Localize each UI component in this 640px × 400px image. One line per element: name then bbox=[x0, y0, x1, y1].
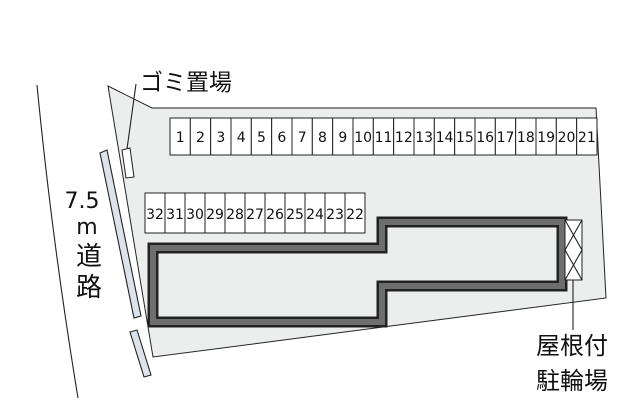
parking-space-number: 32 bbox=[146, 207, 164, 223]
road-name-char-1: 道 bbox=[76, 242, 102, 272]
bicycle-parking-label-line-1: 屋根付 bbox=[536, 332, 608, 360]
road-width-label: 7.5 bbox=[65, 189, 100, 214]
bicycle-parking-cross bbox=[564, 219, 583, 251]
parking-space-number: 6 bbox=[277, 130, 286, 146]
parking-space bbox=[576, 117, 598, 156]
parking-space-number: 20 bbox=[558, 130, 576, 146]
parking-space-number: 29 bbox=[206, 207, 224, 223]
curb-strip bbox=[99, 149, 142, 319]
garbage-area-box bbox=[121, 147, 135, 179]
bicycle-parking-cross bbox=[564, 249, 583, 281]
parking-space-number: 10 bbox=[354, 130, 372, 146]
parking-space-number: 9 bbox=[338, 130, 347, 146]
bicycle-parking-label-line-2: 駐輪場 bbox=[536, 367, 608, 395]
parking-space-number: 7 bbox=[298, 130, 307, 146]
parking-space-number: 4 bbox=[237, 130, 246, 146]
parking-space-number: 17 bbox=[497, 130, 515, 146]
garbage-area-leader-line bbox=[126, 83, 137, 150]
parking-space-number: 26 bbox=[266, 207, 284, 223]
parking-space-number: 31 bbox=[166, 207, 184, 223]
parking-space-number: 16 bbox=[476, 130, 494, 146]
parking-space-number: 13 bbox=[415, 130, 433, 146]
parking-space bbox=[344, 192, 366, 234]
garbage-area-label: ゴミ置場 bbox=[140, 70, 232, 96]
parking-space-number: 18 bbox=[517, 130, 535, 146]
parking-space-number: 27 bbox=[246, 207, 264, 223]
parking-space-number: 23 bbox=[326, 207, 344, 223]
bicycle-parking: 屋根付 駐輪場 bbox=[536, 219, 608, 395]
parking-space-number: 28 bbox=[226, 207, 244, 223]
parking-space-number: 3 bbox=[216, 130, 225, 146]
parking-space-number: 1 bbox=[176, 130, 185, 146]
parking-space-number: 14 bbox=[436, 130, 454, 146]
parking-space-number: 24 bbox=[306, 207, 324, 223]
road-name-char-2: 路 bbox=[76, 273, 102, 303]
parking-space-number: 11 bbox=[375, 130, 393, 146]
parking-space-number: 8 bbox=[318, 130, 327, 146]
parking-space-number: 30 bbox=[186, 207, 204, 223]
parking-space-number: 15 bbox=[456, 130, 474, 146]
parking-space-number: 5 bbox=[257, 130, 266, 146]
road-unit-label: m bbox=[76, 215, 97, 240]
parking-space-number: 19 bbox=[537, 130, 555, 146]
road-edge-line bbox=[36, 84, 79, 399]
parking-space-number: 12 bbox=[395, 130, 413, 146]
building bbox=[147, 216, 568, 328]
parking-space-number: 25 bbox=[286, 207, 304, 223]
curb-strip bbox=[129, 329, 152, 378]
bicycle-parking-box bbox=[564, 219, 583, 281]
parking-space-number: 21 bbox=[578, 130, 596, 146]
parking-space-number: 22 bbox=[346, 207, 364, 223]
parking-space-number: 2 bbox=[196, 130, 205, 146]
building-outline bbox=[150, 219, 565, 325]
